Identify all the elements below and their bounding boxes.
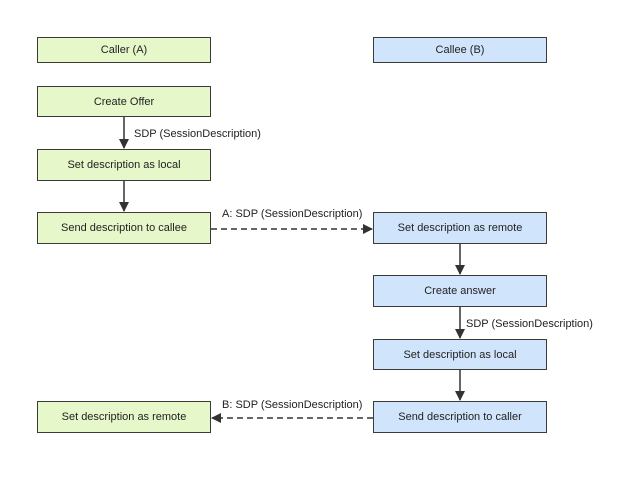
- callee-set-remote: Set description as remote: [373, 212, 547, 244]
- callee-set-local: Set description as local: [373, 339, 547, 370]
- b-sdp-label: B: SDP (SessionDescription): [222, 399, 363, 411]
- caller-header: Caller (A): [37, 37, 211, 63]
- caller-create-offer: Create Offer: [37, 86, 211, 117]
- offer-sdp-label: SDP (SessionDescription): [134, 128, 261, 140]
- callee-create-answer: Create answer: [373, 275, 547, 307]
- callee-header: Callee (B): [373, 37, 547, 63]
- caller-send-to-callee: Send description to callee: [37, 212, 211, 244]
- a-sdp-label: A: SDP (SessionDescription): [222, 208, 363, 220]
- caller-set-local: Set description as local: [37, 149, 211, 181]
- callee-send-to-caller: Send description to caller: [373, 401, 547, 433]
- answer-sdp-label: SDP (SessionDescription): [466, 318, 593, 330]
- caller-set-remote: Set description as remote: [37, 401, 211, 433]
